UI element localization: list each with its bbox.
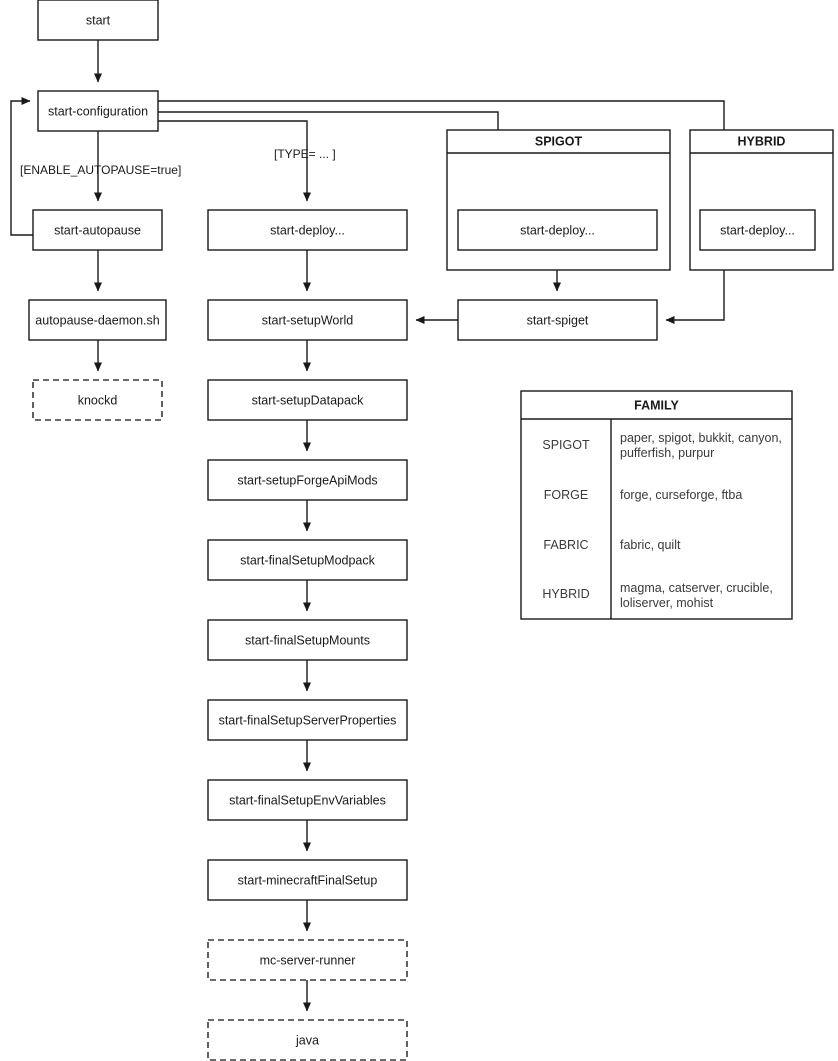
node-start-setupdatapack-box[interactable]: [207, 379, 408, 421]
node-start-finalsetupmounts-box[interactable]: [207, 619, 408, 661]
node-start-box[interactable]: [37, 0, 159, 41]
node-start-minecraftfinalsetup[interactable]: start-minecraftFinalSetup: [207, 859, 408, 901]
node-mc-server-runner-label: mc-server-runner: [260, 953, 356, 967]
node-autopause-daemon-label: autopause-daemon.sh: [35, 313, 159, 327]
family-table-title: FAMILY: [634, 398, 679, 412]
node-start-setupworld[interactable]: start-setupWorld: [207, 299, 408, 341]
node-java-label: java: [295, 1033, 319, 1047]
edge-layer: [10, 40, 728, 1012]
node-start-minecraftfinalsetup-box[interactable]: [207, 859, 408, 901]
node-start-finalsetupenvvariables-label: start-finalSetupEnvVariables: [229, 793, 386, 807]
node-start[interactable]: start: [37, 0, 159, 41]
node-mc-server-runner[interactable]: mc-server-runner: [207, 939, 408, 981]
node-start-configuration-box[interactable]: [37, 90, 159, 132]
node-start-finalsetupenvvariables[interactable]: start-finalSetupEnvVariables: [207, 779, 408, 821]
node-java[interactable]: java: [207, 1019, 408, 1061]
node-start-deploy-spigot-label: start-deploy...: [520, 223, 595, 237]
edge-deploy-hybrid-to-spiget: [665, 250, 725, 324]
node-start-deploy-hybrid-label: start-deploy...: [720, 223, 795, 237]
hybrid-group-title: HYBRID: [738, 134, 786, 148]
node-start-setupdatapack-label: start-setupDatapack: [252, 393, 365, 407]
node-start-label: start: [86, 13, 111, 27]
node-start-autopause-label: start-autopause: [54, 223, 141, 237]
node-start-autopause[interactable]: start-autopause: [32, 209, 163, 251]
node-start-finalsetupserverproperties-label: start-finalSetupServerProperties: [219, 713, 397, 727]
node-start-finalsetupmodpack[interactable]: start-finalSetupModpack: [207, 539, 408, 581]
node-java-box[interactable]: [207, 1019, 408, 1061]
family-table-outline: [520, 390, 793, 620]
node-start-setupworld-box[interactable]: [207, 299, 408, 341]
node-knockd-label: knockd: [78, 393, 118, 407]
family-row-key-forge: FORGE: [544, 488, 588, 502]
node-knockd-box[interactable]: [32, 379, 163, 421]
node-start-setupforgeapimods[interactable]: start-setupForgeApiMods: [207, 459, 408, 501]
edge-autopause-loop-back: [10, 97, 33, 236]
node-autopause-daemon-box[interactable]: [28, 299, 167, 341]
node-start-deploy-main-label: start-deploy...: [270, 223, 345, 237]
node-start-configuration-label: start-configuration: [48, 104, 148, 118]
node-start-setupforgeapimods-label: start-setupForgeApiMods: [237, 473, 377, 487]
family-row-value-hybrid: magma, catserver, crucible, loliserver, …: [620, 581, 776, 610]
node-start-deploy-hybrid[interactable]: start-deploy...: [699, 209, 816, 251]
family-legend-table: FAMILY SPIGOT paper, spigot, bukkit, can…: [520, 390, 793, 620]
family-row-value-forge: forge, curseforge, ftba: [620, 488, 742, 502]
edge-label-enable-autopause: [ENABLE_AUTOPAUSE=true]: [20, 163, 181, 177]
node-knockd[interactable]: knockd: [32, 379, 163, 421]
family-row-value-spigot: paper, spigot, bukkit, canyon, pufferfis…: [620, 431, 785, 460]
node-start-setupworld-label: start-setupWorld: [262, 313, 354, 327]
family-row-key-hybrid: HYBRID: [542, 587, 589, 601]
node-start-setupdatapack[interactable]: start-setupDatapack: [207, 379, 408, 421]
edge-configuration-to-deploy-main: [158, 120, 311, 202]
node-start-finalsetupmodpack-box[interactable]: [207, 539, 408, 581]
node-mc-server-runner-box[interactable]: [207, 939, 408, 981]
node-start-setupforgeapimods-box[interactable]: [207, 459, 408, 501]
family-row-value-fabric: fabric, quilt: [620, 538, 681, 552]
node-start-finalsetupmounts-label: start-finalSetupMounts: [245, 633, 370, 647]
node-start-spiget-box[interactable]: [457, 299, 658, 341]
node-autopause-daemon[interactable]: autopause-daemon.sh: [28, 299, 167, 341]
edge-label-type-selector: [TYPE= ... ]: [274, 147, 336, 161]
node-start-finalsetupserverproperties-box[interactable]: [207, 699, 408, 741]
node-start-spiget-label: start-spiget: [527, 313, 589, 327]
node-start-autopause-box[interactable]: [32, 209, 163, 251]
node-start-configuration[interactable]: start-configuration: [37, 90, 159, 132]
node-start-deploy-main[interactable]: start-deploy...: [207, 209, 408, 251]
node-start-deploy-hybrid-box[interactable]: [699, 209, 816, 251]
spigot-group-title: SPIGOT: [535, 134, 583, 148]
node-start-finalsetupmounts[interactable]: start-finalSetupMounts: [207, 619, 408, 661]
node-start-finalsetupmodpack-label: start-finalSetupModpack: [240, 553, 376, 567]
node-start-finalsetupserverproperties[interactable]: start-finalSetupServerProperties: [207, 699, 408, 741]
node-start-spiget[interactable]: start-spiget: [457, 299, 658, 341]
node-start-finalsetupenvvariables-box[interactable]: [207, 779, 408, 821]
node-start-deploy-main-box[interactable]: [207, 209, 408, 251]
node-start-minecraftfinalsetup-label: start-minecraftFinalSetup: [238, 873, 378, 887]
node-start-deploy-spigot[interactable]: start-deploy...: [457, 209, 658, 251]
node-start-deploy-spigot-box[interactable]: [457, 209, 658, 251]
family-row-key-fabric: FABRIC: [543, 538, 588, 552]
family-row-key-spigot: SPIGOT: [542, 438, 590, 452]
